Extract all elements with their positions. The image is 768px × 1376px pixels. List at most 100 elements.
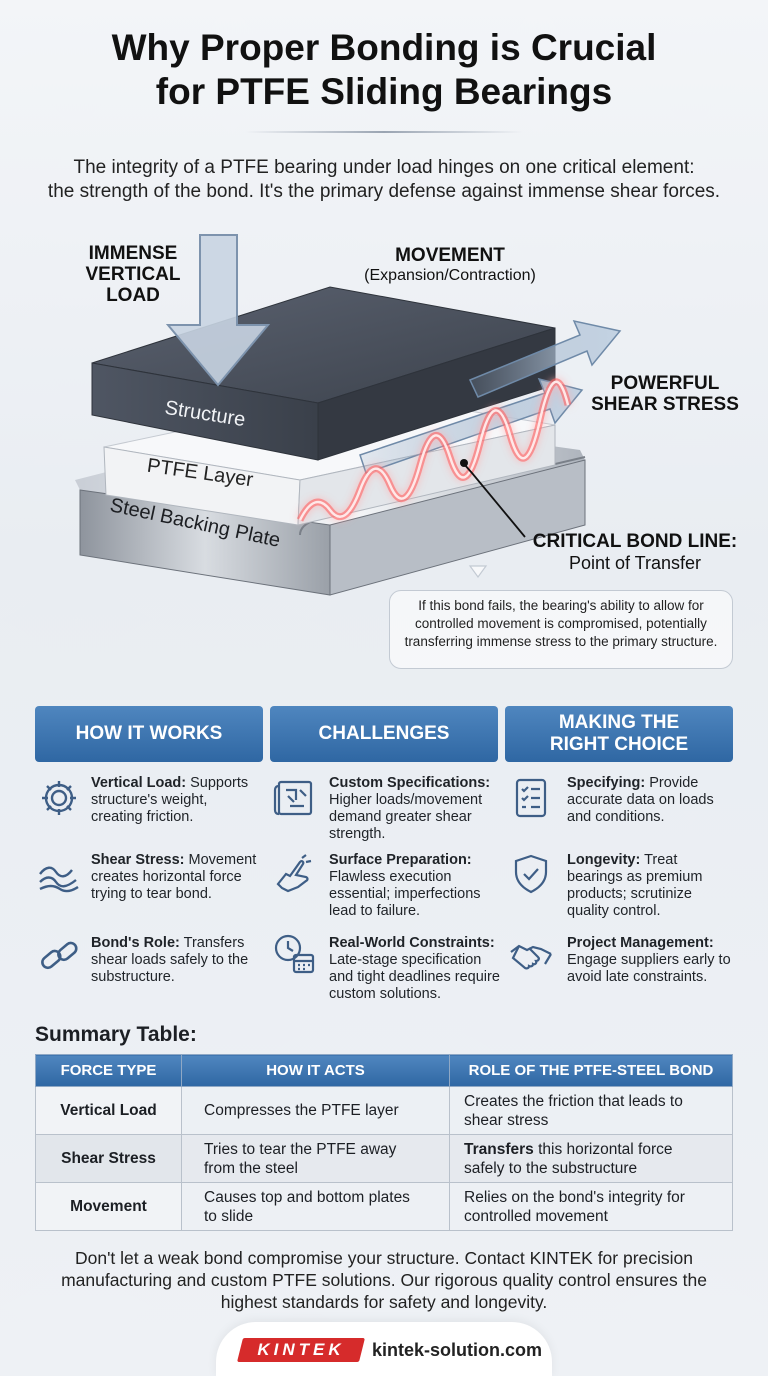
item-term: Bond's Role: [91,935,180,951]
heading-line: RIGHT CHOICE [549,734,689,755]
title-line-2: for PTFE Sliding Bearings [155,71,613,112]
cell-line: shear stress [464,1111,549,1129]
item-term: Specifying: [567,775,646,791]
bond-failure-callout: If this bond fails, the bearing's abilit… [389,590,733,669]
row-force-type: Movement [35,1182,182,1231]
bond-glow-line [296,378,572,522]
item-text: creating friction. [91,809,194,825]
item-text: shear loads safely to the [91,952,249,968]
item-project-management: Project Management: Engage suppliers ear… [567,935,742,986]
item-text: bearings as premium [567,869,703,885]
item-term: Real-World Constraints: [329,935,495,951]
item-text: custom solutions. [329,986,442,1002]
movement-subtitle: (Expansion/Contraction) [364,267,536,284]
summary-table: FORCE TYPE HOW IT ACTS ROLE OF THE PTFE-… [35,1054,733,1231]
summary-table-title: Summary Table: [35,1023,197,1046]
cell-line: Causes top and bottom plates [204,1188,410,1206]
kintek-logo[interactable]: KINTEK [237,1338,365,1362]
load-label: IMMENSE VERTICAL LOAD [78,243,188,306]
item-text: avoid late constraints. [567,969,708,985]
movement-title: MOVEMENT [395,245,505,266]
bond-label: CRITICAL BOND LINE: Point of Transfer [530,531,740,574]
item-term: Project Management: [567,935,714,951]
row-how-it-acts: Compresses the PTFE layer [181,1086,450,1135]
intro-text: The integrity of a PTFE bearing under lo… [20,156,748,204]
intro-line-2: the strength of the bond. It's the prima… [47,181,721,202]
gear-icon [42,781,76,815]
chain-link-icon [41,941,78,970]
intro-line-1: The integrity of a PTFE bearing under lo… [73,157,695,178]
item-surface-preparation: Surface Preparation: Flawless execution … [329,852,509,920]
callout-tail [468,565,488,579]
item-text: Transfers [183,935,245,951]
item-vertical-load: Vertical Load: Supports structure's weig… [91,775,261,826]
callout-line: controlled movement is compromised, pote… [415,616,707,631]
heading-challenges: CHALLENGES [270,706,498,762]
item-text: quality control. [567,903,661,919]
table-header-row: FORCE TYPE HOW IT ACTS ROLE OF THE PTFE-… [35,1054,733,1087]
cell-line: Creates the friction that leads to [464,1092,683,1110]
shear-label-line: SHEAR STRESS [591,394,739,415]
page-title: Why Proper Bonding is Crucial for PTFE S… [0,26,768,114]
cta-line: highest standards for safety and longevi… [220,1292,548,1312]
item-text: essential; imperfections [329,886,481,902]
blueprint-icon [273,780,313,816]
item-term: Shear Stress: [91,852,185,868]
header-role: ROLE OF THE PTFE-STEEL BOND [449,1054,733,1087]
load-label-line: VERTICAL [85,264,181,285]
item-term: Longevity: [567,852,641,868]
vertical-load-arrow [165,234,271,387]
item-custom-specifications: Custom Specifications: Higher loads/move… [329,775,509,843]
item-text: Supports [190,775,249,791]
row-force-type: Vertical Load [35,1086,182,1135]
heading-line: MAKING THE [558,712,680,733]
item-term: Surface Preparation: [329,852,472,868]
cell-line: Tries to tear the PTFE away [204,1140,397,1158]
item-longevity: Longevity: Treat bearings as premium pro… [567,852,737,920]
wave-icon [39,866,79,893]
header-force-type: FORCE TYPE [35,1054,182,1087]
logo-text: KINTEK [257,1340,345,1359]
movement-arrows [359,319,622,474]
item-text: demand greater shear [329,809,472,825]
row-force-type: Shear Stress [35,1134,182,1183]
load-label-line: LOAD [106,285,160,306]
item-text: Engage suppliers early to [567,952,731,968]
item-text: trying to tear bond. [91,886,212,902]
bearing-diagram: IMMENSE VERTICAL LOAD MOVEMENT (Expansio… [0,225,768,695]
shield-check-icon [514,854,548,894]
shear-label: POWERFUL SHEAR STRESS [585,373,745,415]
bond-leader-dot [460,459,468,467]
bond-label-subtitle: Point of Transfer [568,553,702,573]
movement-label: MOVEMENT (Expansion/Contraction) [340,245,560,286]
item-text: Higher loads/movement [329,792,483,808]
website-link[interactable]: kintek-solution.com [372,1340,543,1360]
bond-label-title: CRITICAL BOND LINE: [532,531,738,552]
item-text: Flawless execution [329,869,452,885]
heading-how-it-works: HOW IT WORKS [35,706,263,762]
handshake-icon [510,944,552,970]
item-term: Vertical Load: [91,775,187,791]
cell-line: safely to the substructure [464,1159,638,1177]
item-text: Late-stage specification [329,952,482,968]
item-text: and tight deadlines require [329,969,500,985]
item-bonds-role: Bond's Role: Transfers shear loads safel… [91,935,266,986]
item-text: creates horizontal force [91,869,242,885]
header-how-it-acts: HOW IT ACTS [181,1054,450,1087]
shear-label-line: POWERFUL [610,373,720,394]
hand-pointer-icon [276,854,312,893]
cta-line: manufacturing and custom PTFE solutions.… [61,1270,707,1290]
callout-line: If this bond fails, the bearing's abilit… [418,598,704,613]
item-text: Movement [188,852,257,868]
item-text: Provide [649,775,699,791]
call-to-action: Don't let a weak bond compromise your st… [30,1247,738,1313]
cell-line: Compresses the PTFE layer [204,1102,399,1119]
cta-line: Don't let a weak bond compromise your st… [74,1248,694,1268]
